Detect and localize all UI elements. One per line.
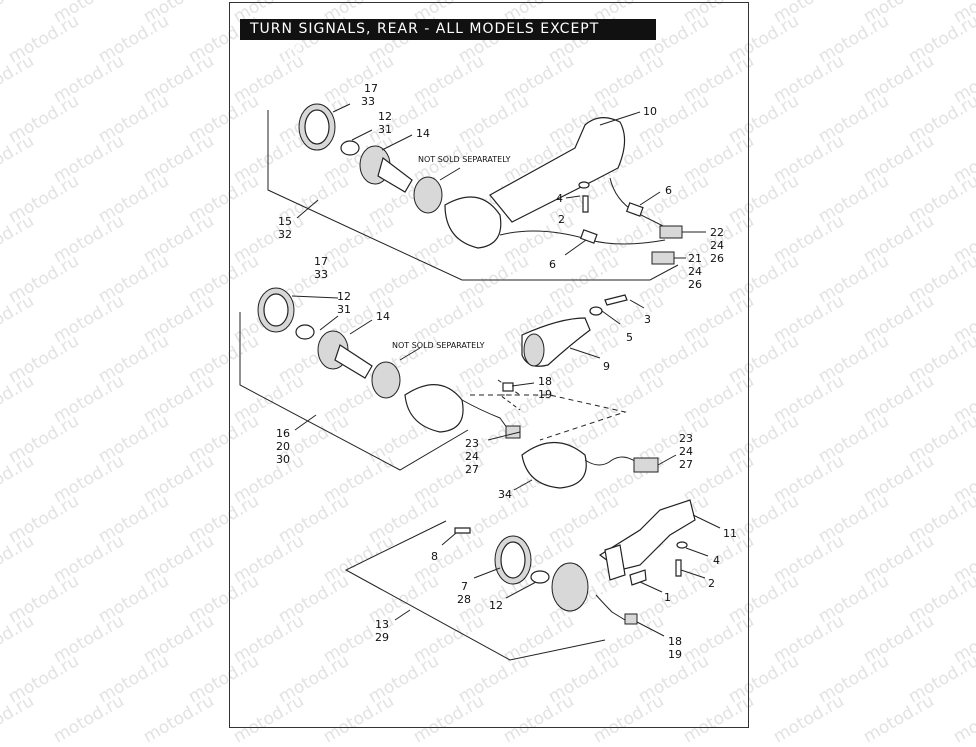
callout-c-13: 13 [375, 618, 389, 631]
middle-connector-23 [505, 425, 521, 439]
upper-signal-body [444, 196, 502, 249]
middle-gasket [371, 361, 401, 399]
lower-assembly: 11 4 2 1 8 7 28 12 13 29 18 19 [344, 499, 737, 661]
callout-a-32: 32 [278, 228, 292, 241]
callout-a-6b: 6 [549, 258, 556, 271]
callout-b-30: 30 [276, 453, 290, 466]
callout-b-24a: 24 [465, 450, 479, 463]
callout-a-14: 14 [416, 127, 430, 140]
callout-a-26b: 26 [688, 278, 702, 291]
callout-b-33: 33 [314, 268, 328, 281]
middle-signal-34 [521, 442, 587, 489]
callout-a-12: 12 [378, 110, 392, 123]
callout-c-19: 19 [668, 648, 682, 661]
upper-washer-4 [578, 181, 590, 189]
callout-b-5: 5 [626, 331, 633, 344]
callout-a-21: 21 [688, 252, 702, 265]
upper-grommet-6a [625, 202, 644, 217]
callout-b-27a: 27 [465, 463, 479, 476]
callout-b-23b: 23 [679, 432, 693, 445]
callout-b-12: 12 [337, 290, 351, 303]
upper-screw-2 [582, 195, 589, 213]
exploded-parts-diagram: 17 33 12 31 14 10 NOT SOLD SEPARATELY 4 … [239, 82, 737, 661]
callout-b-20: 20 [276, 440, 290, 453]
callout-b-16: 16 [276, 427, 290, 440]
callout-b-19: 19 [538, 388, 552, 401]
callout-b-24b: 24 [679, 445, 693, 458]
upper-assembly: 17 33 12 31 14 10 NOT SOLD SEPARATELY 4 … [267, 82, 724, 291]
callout-a-4: 4 [556, 192, 563, 205]
lower-bracket-line [344, 520, 606, 661]
upper-connector-22 [659, 225, 683, 239]
middle-assembly: 17 33 12 31 14 NOT SOLD SEPARATELY 3 5 9… [239, 255, 693, 501]
diagram-frame [229, 2, 749, 728]
upper-mount-bracket [489, 117, 626, 223]
callout-a-6a: 6 [665, 184, 672, 197]
lower-connector-18 [624, 613, 638, 625]
upper-bulb [340, 140, 360, 156]
middle-signal-body [404, 384, 464, 433]
callout-c-4: 4 [713, 554, 720, 567]
note-not-sold-middle: NOT SOLD SEPARATELY [392, 341, 485, 350]
callout-a-24a: 24 [710, 239, 724, 252]
callout-b-17: 17 [314, 255, 328, 268]
callout-b-9: 9 [603, 360, 610, 373]
upper-gasket [413, 176, 443, 214]
callout-c-18: 18 [668, 635, 682, 648]
callout-b-3: 3 [644, 313, 651, 326]
middle-connector-23b [633, 457, 659, 473]
lower-screw-2 [675, 559, 682, 577]
lower-bulb-12 [530, 570, 550, 584]
callout-c-1: 1 [664, 591, 671, 604]
callout-b-27b: 27 [679, 458, 693, 471]
lower-mount-bracket-11 [598, 499, 696, 571]
lower-screw-8 [454, 527, 471, 534]
upper-grommet-6b [579, 229, 598, 244]
upper-connector-21 [651, 251, 675, 265]
middle-cover-opening [523, 333, 545, 367]
middle-connector-18 [502, 382, 514, 392]
note-not-sold-upper: NOT SOLD SEPARATELY [418, 155, 511, 164]
callout-c-2: 2 [708, 577, 715, 590]
callout-c-12: 12 [489, 599, 503, 612]
callout-c-28: 28 [457, 593, 471, 606]
callout-c-11: 11 [723, 527, 737, 540]
callout-b-34: 34 [498, 488, 512, 501]
callout-a-26a: 26 [710, 252, 724, 265]
callout-c-29: 29 [375, 631, 389, 644]
callout-c-8: 8 [431, 550, 438, 563]
middle-bolt-3 [604, 294, 628, 306]
callout-a-17: 17 [364, 82, 378, 95]
lower-stud-1 [629, 569, 647, 586]
diagram-title: TURN SIGNALS, REAR - ALL MODELS EXCEPT F… [240, 19, 656, 58]
callout-a-31: 31 [378, 123, 392, 136]
callout-c-7: 7 [461, 580, 468, 593]
callout-a-24b: 24 [688, 265, 702, 278]
lower-lamp-housing [551, 562, 589, 612]
callout-a-33: 33 [361, 95, 375, 108]
callout-a-10: 10 [643, 105, 657, 118]
middle-washer-5 [589, 306, 603, 316]
callout-b-18: 18 [538, 375, 552, 388]
callout-a-22: 22 [710, 226, 724, 239]
callout-b-14: 14 [376, 310, 390, 323]
callout-b-31: 31 [337, 303, 351, 316]
lower-washer-4 [676, 541, 688, 549]
middle-bulb [295, 324, 315, 340]
callout-b-23a: 23 [465, 437, 479, 450]
middle-bracket-line [239, 312, 469, 471]
callout-a-15: 15 [278, 215, 292, 228]
upper-bracket-line [267, 110, 679, 281]
callout-a-2: 2 [558, 213, 565, 226]
